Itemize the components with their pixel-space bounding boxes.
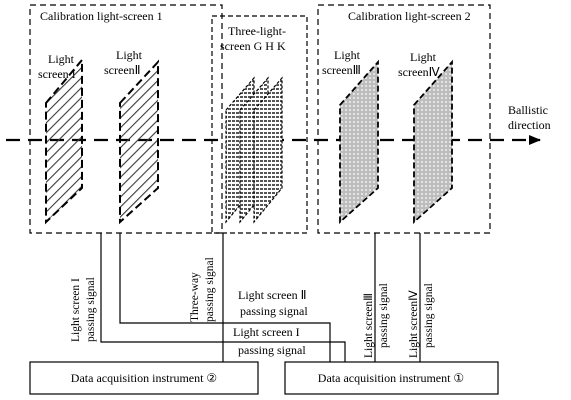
screen-1-label-line2: screen I [38, 67, 76, 81]
signal-label-screen-1h-line1: Light screen I [233, 325, 300, 339]
signal-label-screen-1-line2: passing signal [85, 277, 97, 342]
signal-label-three-way-line2: passing signal [204, 257, 216, 322]
three-light-title-line2: screen G H K [220, 39, 286, 53]
screen-3-label-line1: Light [334, 48, 361, 62]
wire-screen-2-to-daq1 [119, 233, 331, 362]
screen-4-label-line1: Light [410, 50, 437, 64]
light-screen-3 [339, 59, 379, 225]
calibration-group-2-box [317, 4, 491, 234]
screen-1-label-line1: Light [48, 52, 75, 66]
three-light-title-line1: Three-light- [228, 24, 286, 38]
daq-2-box [29, 361, 259, 395]
screen-2-label-line2: screenⅡ [104, 63, 141, 77]
light-screen-2 [119, 59, 159, 225]
signal-label-screen-3-line2: passing signal [378, 283, 390, 348]
light-screen-1 [45, 57, 83, 225]
direction-label-line2: direction [508, 118, 551, 132]
signal-label-screen-1h-line2: passing signal [238, 343, 306, 357]
three-light-group-box [211, 15, 308, 234]
signal-label-three-way-line1: Three-way [189, 272, 201, 322]
screen-2-label-line1: Light [116, 48, 143, 62]
screen-3-label-line2: screenⅢ [322, 63, 361, 77]
daq-1-label: Data acquisition instrument ① [318, 371, 464, 385]
light-screen-4 [413, 59, 453, 225]
signal-label-screen-3-line1: Light screenⅢ [363, 293, 375, 358]
signal-wires [100, 233, 421, 362]
screen-4-label-line2: screenⅣ [398, 65, 440, 79]
signal-label-screen-2-line1: Light screen Ⅱ [238, 288, 307, 302]
signal-label-screen-4-line2: passing signal [423, 283, 435, 348]
light-screen-k [253, 76, 283, 224]
direction-label-line1: Ballistic [508, 103, 548, 117]
signal-label-screen-1-line1: Light screen I [70, 278, 82, 342]
daq-1-box [284, 361, 499, 395]
daq-2-label: Data acquisition instrument ② [71, 371, 217, 385]
signal-label-screen-4-line1: Light screenⅣ [408, 290, 420, 358]
signal-label-screen-2-line2: passing signal [240, 304, 308, 318]
calibration-2-title: Calibration light-screen 2 [348, 9, 471, 23]
calibration-1-title: Calibration light-screen 1 [40, 9, 163, 23]
calibration-group-1-box [29, 4, 223, 234]
